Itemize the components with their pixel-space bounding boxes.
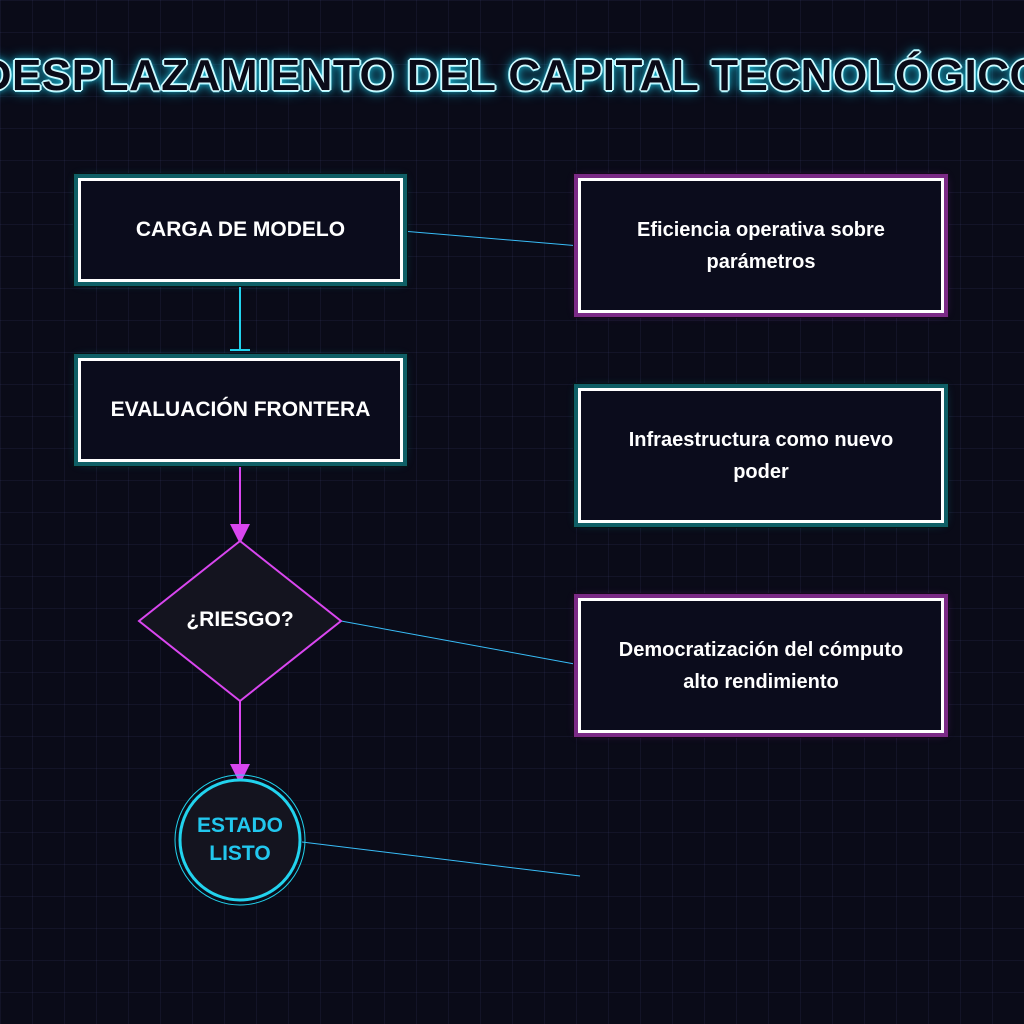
step-evaluacion-frontera-label: EVALUACIÓN FRONTERA: [110, 398, 371, 421]
note-infraestructura-poder: Infraestructura como nuevo poder: [574, 384, 948, 527]
step-carga-modelo-label: CARGA DE MODELO: [135, 218, 346, 241]
end-state-line1: ESTADO: [197, 814, 283, 837]
end-circle-outer-ring: [174, 774, 306, 906]
end-circle: [178, 778, 302, 902]
note-democratizacion-computo: Democratización del cómputo alto rendimi…: [574, 594, 948, 737]
diagram-title: DESPLAZAMIENTO DEL CAPITAL TECNOLÓGICO: [0, 51, 1024, 100]
note-infraestructura-poder-text: Infraestructura como nuevo poder: [628, 428, 894, 483]
end-state-label: ESTADO LISTO: [180, 780, 300, 900]
leader-decision-note3: [340, 620, 581, 666]
note-democratizacion-computo-text: Democratización del cómputo alto rendimi…: [618, 638, 904, 693]
step-carga-modelo: CARGA DE MODELO: [74, 174, 407, 286]
note-eficiencia-operativa-text: Eficiencia operativa sobre parámetros: [637, 218, 885, 273]
end-state-line2: LISTO: [209, 842, 271, 865]
decision-label: ¿RIESGO?: [186, 608, 294, 631]
step-evaluacion-frontera: EVALUACIÓN FRONTERA: [74, 354, 407, 466]
leader-end-open: [301, 841, 581, 877]
decision-diamond: [137, 539, 343, 703]
note-eficiencia-operativa: Eficiencia operativa sobre parámetros: [574, 174, 948, 317]
leader-step1-note1: [401, 230, 581, 247]
